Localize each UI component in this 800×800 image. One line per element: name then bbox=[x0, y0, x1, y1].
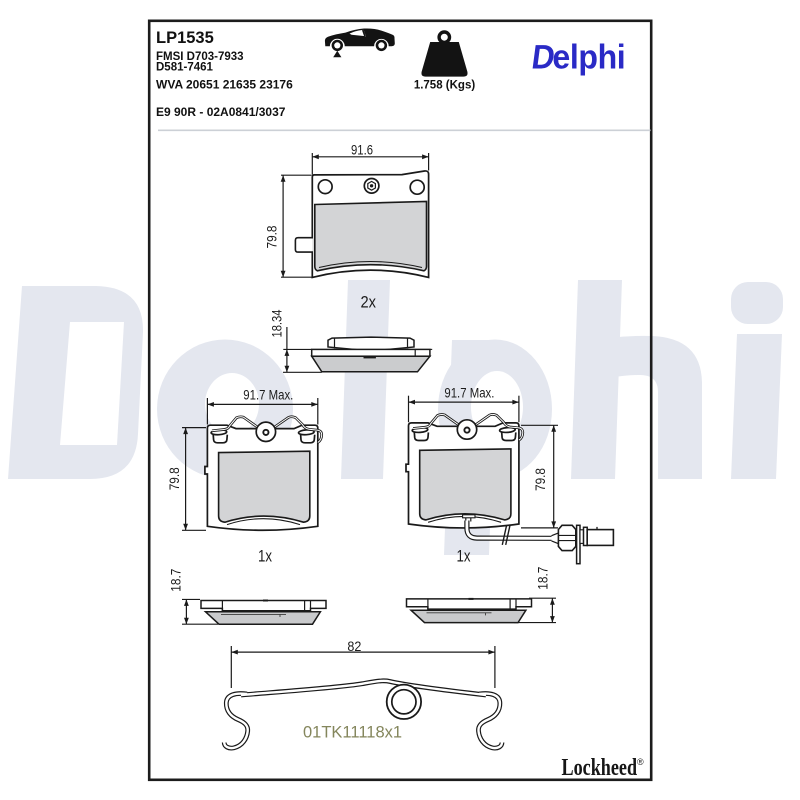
svg-text:WVA 20651 21635 23176: WVA 20651 21635 23176 bbox=[156, 78, 293, 92]
svg-text:91.6: 91.6 bbox=[351, 143, 373, 158]
svg-text:1x: 1x bbox=[258, 547, 272, 566]
svg-text:Lockheed: Lockheed bbox=[562, 753, 638, 780]
svg-text:79.8: 79.8 bbox=[167, 467, 182, 490]
svg-text:E9 90R - 02A0841/3037: E9 90R - 02A0841/3037 bbox=[156, 105, 286, 119]
svg-text:91.7 Max.: 91.7 Max. bbox=[444, 385, 494, 400]
svg-text:18.7: 18.7 bbox=[535, 567, 550, 590]
svg-text:1.758 (Kgs): 1.758 (Kgs) bbox=[414, 79, 476, 91]
svg-text:79.8: 79.8 bbox=[264, 226, 279, 249]
svg-text:82: 82 bbox=[347, 639, 361, 654]
svg-text:D: D bbox=[530, 37, 558, 75]
svg-text:18.7: 18.7 bbox=[169, 569, 184, 592]
svg-text:D581-7461: D581-7461 bbox=[156, 62, 214, 74]
svg-text:2x: 2x bbox=[360, 293, 376, 312]
svg-text:LP1535: LP1535 bbox=[156, 29, 214, 47]
svg-text:elphi: elphi bbox=[552, 38, 625, 76]
svg-text:18.34: 18.34 bbox=[270, 309, 285, 337]
svg-text:01TK11118x1: 01TK11118x1 bbox=[303, 724, 402, 742]
svg-text:®: ® bbox=[637, 757, 644, 767]
svg-text:FMSI D703-7933: FMSI D703-7933 bbox=[156, 51, 244, 63]
svg-text:79.8: 79.8 bbox=[533, 468, 548, 491]
svg-text:1x: 1x bbox=[457, 547, 471, 566]
svg-text:91.7 Max.: 91.7 Max. bbox=[243, 388, 293, 403]
